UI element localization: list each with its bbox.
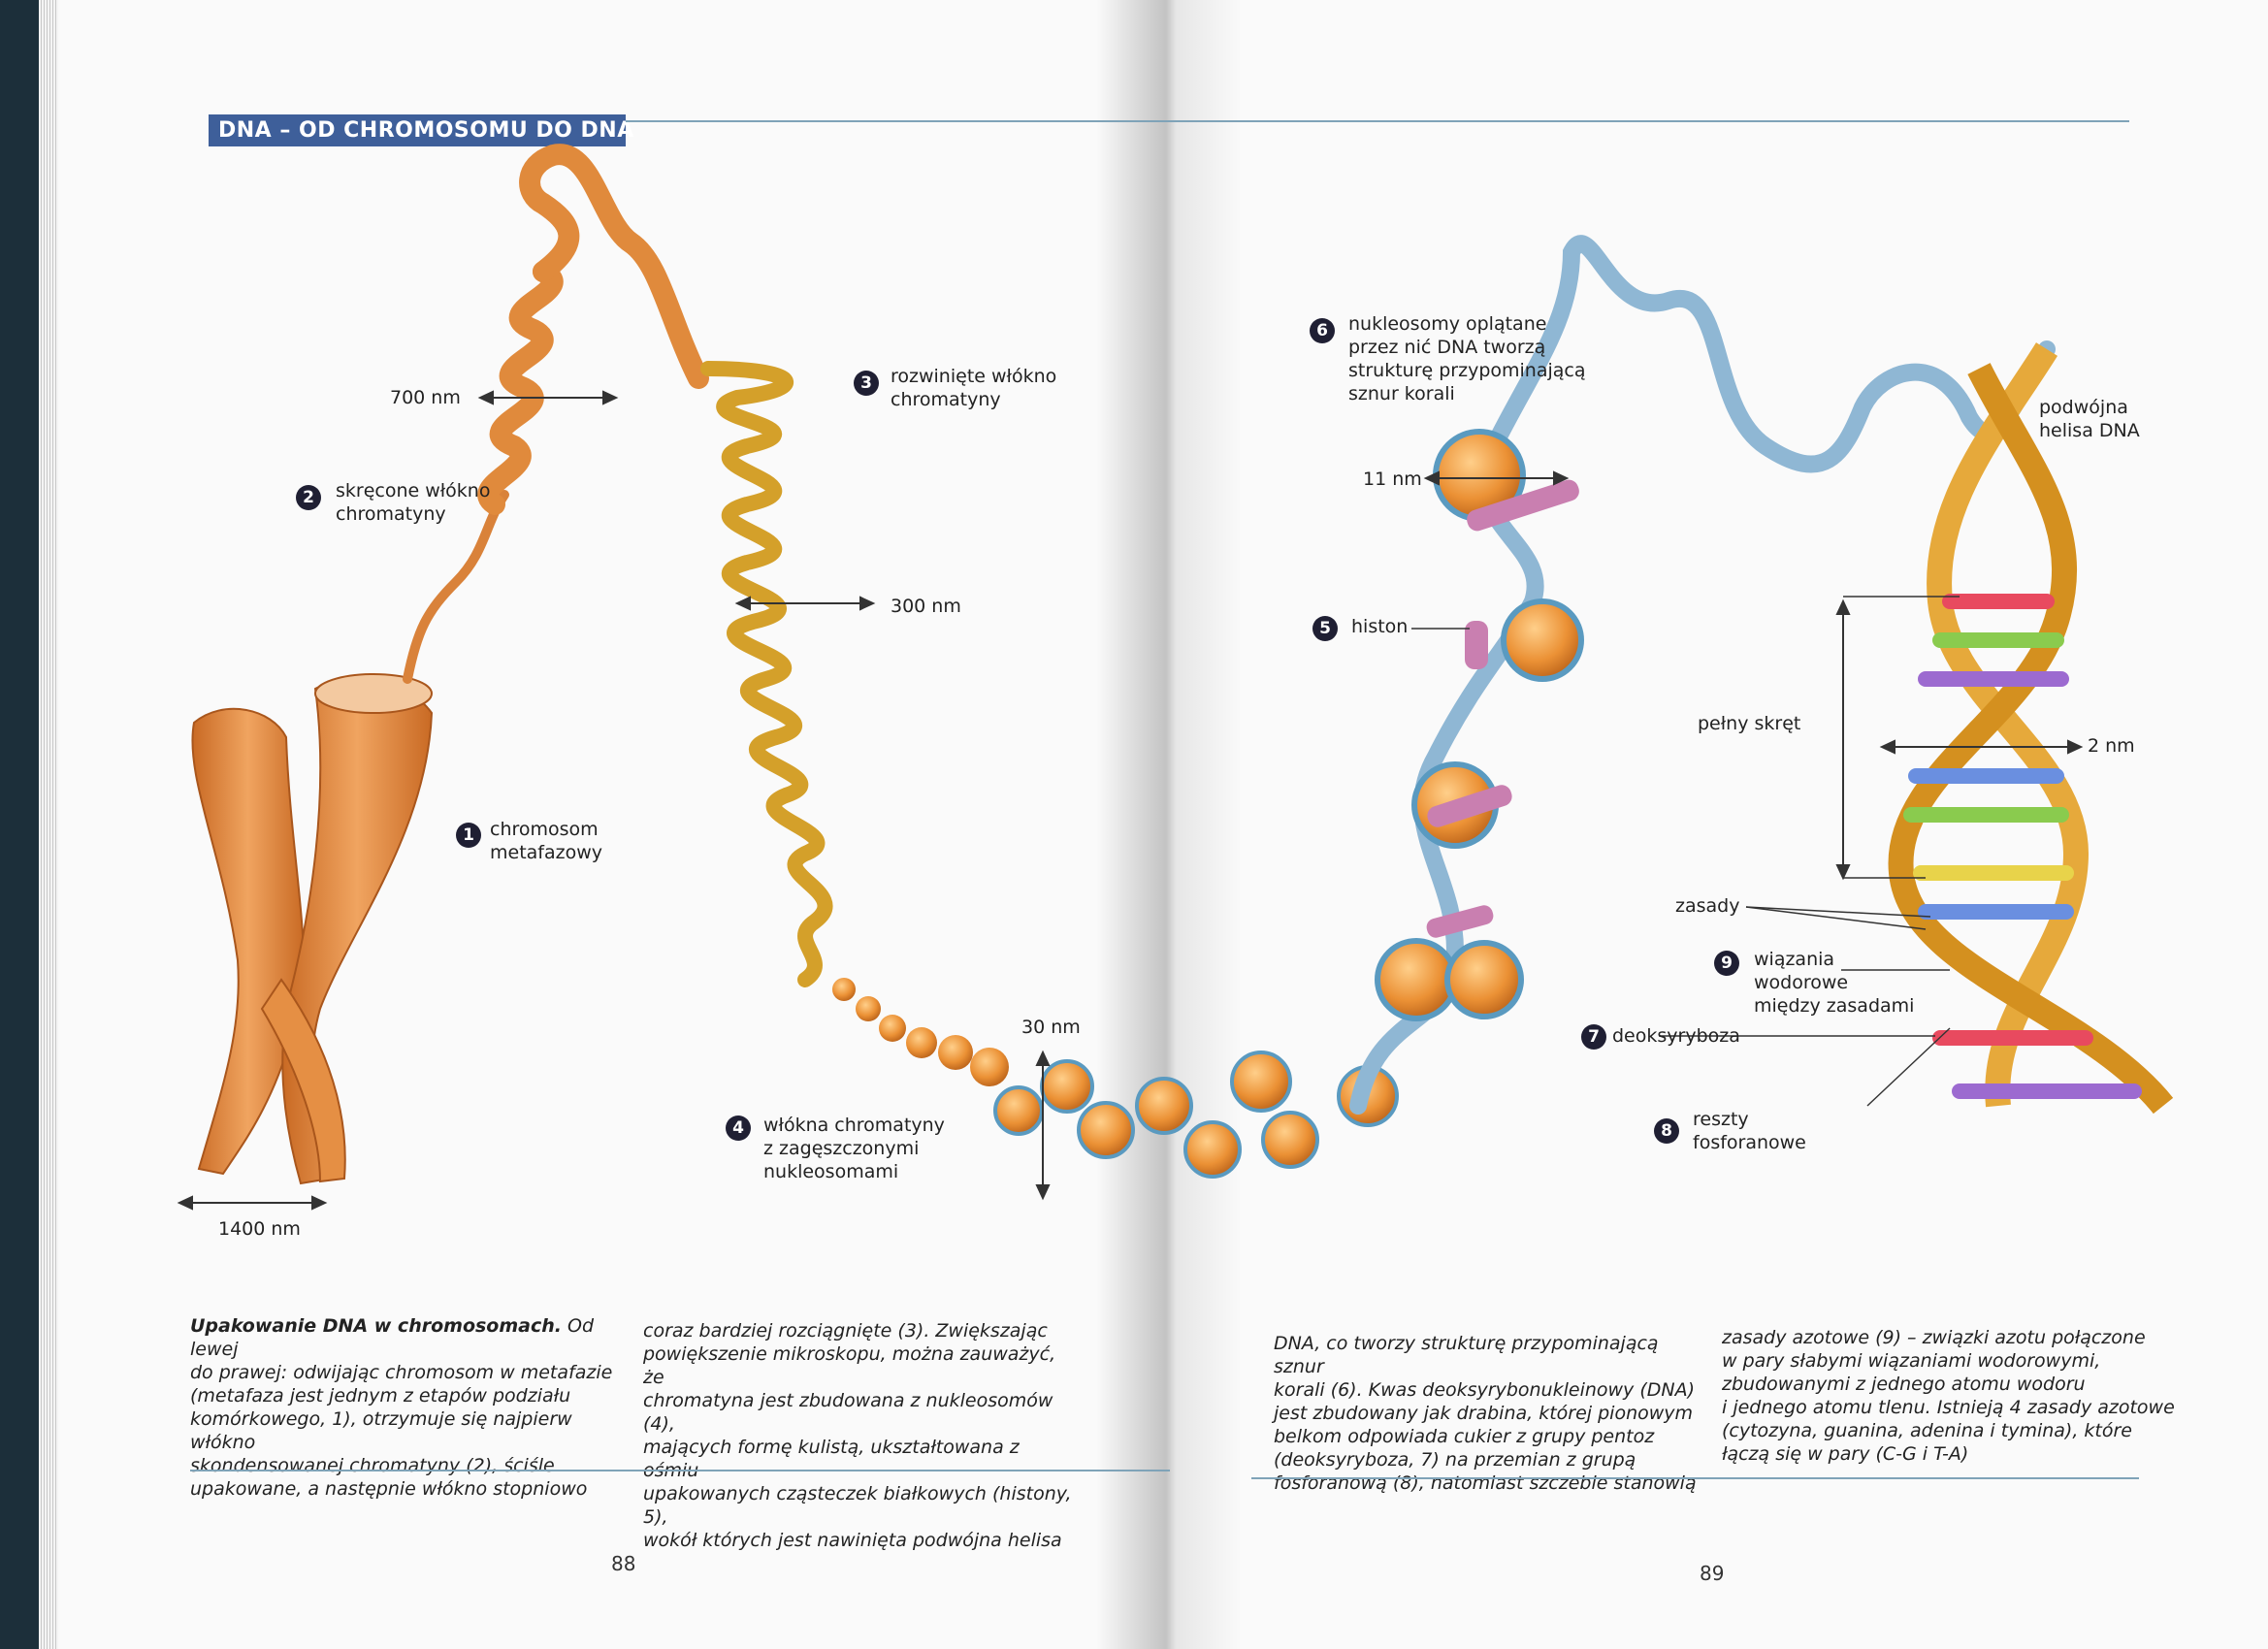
callout-6-line-2: przez nić DNA tworzą (1348, 337, 1546, 358)
caption-1-line-2: do prawej: odwijając chromosom w metafaz… (190, 1362, 613, 1383)
callout-8-line-1: reszty (1693, 1109, 1749, 1130)
callout-7-line-1: deoksyryboza (1612, 1025, 1740, 1047)
callout-number-8: 8 (1654, 1118, 1679, 1144)
caption-2-line-3: chromatyna jest zbudowana z nukleosomów … (643, 1390, 1053, 1435)
label-bases: zasady (1675, 895, 1740, 917)
label-30nm: 30 nm (1021, 1017, 1081, 1038)
callout-2-line-2: chromatyny (336, 503, 446, 525)
caption-4-line-4: i jednego atomu tlenu. Istnieją 4 zasady… (1722, 1397, 2175, 1418)
caption-3-line-2: korali (6). Kwas deoksyrybonukleinowy (D… (1274, 1379, 1696, 1401)
caption-4-line-3: zbudowanymi z jednego atomu wodoru (1722, 1374, 2086, 1395)
label-11nm: 11 nm (1363, 469, 1422, 490)
page-number-left: 88 (611, 1552, 636, 1575)
callout-1-line-2: metafazowy (490, 842, 603, 863)
caption-1-line-3: (metafaza jest jednym z etapów podziału (190, 1385, 571, 1406)
callout-6-line-1: nukleosomy oplątane (1348, 313, 1547, 335)
caption-3-line-3: jest zbudowany jak drabina, której piono… (1274, 1403, 1694, 1424)
callout-number-7: 7 (1581, 1024, 1606, 1050)
caption-column-3: DNA, co tworzy strukturę przypominającą … (1274, 1332, 1710, 1495)
caption-2-line-1: coraz bardziej rozciągnięte (3). Zwiększ… (643, 1320, 1048, 1342)
label-300nm: 300 nm (891, 596, 961, 617)
caption-3-line-6: fosforanową (8), natomiast szczeble stan… (1274, 1472, 1697, 1494)
callout-number-9: 9 (1714, 951, 1739, 976)
caption-column-1: Upakowanie DNA w chromosomach. Od lewej … (190, 1314, 627, 1501)
section-title: DNA – OD CHROMOSOMU DO DNA (218, 118, 634, 143)
caption-1-bold: Upakowanie DNA w chromosomach. (190, 1315, 562, 1337)
callout-4-line-3: nukleosomami (763, 1161, 899, 1182)
caption-4-line-5: (cytozyna, guanina, adenina i tymina), k… (1722, 1420, 2132, 1441)
caption-4-line-6: łączą się w pary (C-G i T-A) (1722, 1443, 1969, 1465)
caption-column-2: coraz bardziej rozciągnięte (3). Zwiększ… (643, 1319, 1080, 1552)
metaphase-chromosome (191, 673, 434, 1185)
caption-3-line-5: (deoksyryboza, 7) na przemian z grupą (1274, 1449, 1636, 1471)
caption-1-line-6: upakowane, a następnie włókno stopniowo (190, 1478, 588, 1500)
caption-column-4: zasady azotowe (9) – związki azotu połąc… (1722, 1326, 2187, 1466)
section-header-bar (209, 114, 626, 146)
caption-1-line-4: komórkowego, 1), otrzymuje się najpierw … (190, 1408, 572, 1453)
measurement-arrows (177, 390, 2084, 1211)
coiled-chromatin-fibre (403, 144, 709, 684)
callout-9-line-3: między zasadami (1754, 995, 1915, 1017)
callout-4-line-1: włókna chromatyny (763, 1115, 945, 1136)
callout-4-line-2: z zagęszczonymi (763, 1138, 920, 1159)
label-1400nm: 1400 nm (218, 1218, 301, 1240)
label-full-turn: pełny skręt (1698, 713, 1801, 734)
callout-5-line-1: histon (1351, 616, 1409, 637)
caption-2-line-2: powiększenie mikroskopu, można zauważyć,… (643, 1343, 1056, 1388)
callout-number-6: 6 (1310, 318, 1335, 343)
callout-2-line-1: skręcone włókno (336, 480, 491, 501)
callout-3-line-2: chromatyny (891, 389, 1001, 410)
callout-6-line-4: sznur korali (1348, 383, 1455, 404)
caption-1-line-5: skondensowanej chromatyny (2), ściśle (190, 1455, 555, 1476)
callout-number-3: 3 (854, 371, 879, 396)
caption-1-line-1: Od lewej (190, 1315, 595, 1360)
caption-2-line-5: upakowanych cząsteczek białkowych (histo… (643, 1483, 1072, 1528)
callout-number-5: 5 (1312, 616, 1338, 641)
footer-rule-right (1251, 1477, 2139, 1479)
callout-9-line-2: wodorowe (1754, 972, 1849, 993)
caption-2-line-4: mających formę kulistą, ukształtowana z … (643, 1437, 1020, 1481)
caption-3-line-4: belkom odpowiada cukier z grupy pentoz (1274, 1426, 1655, 1447)
caption-2-line-6: wokół których jest nawinięta podwójna he… (643, 1530, 1062, 1551)
dna-double-helix (1888, 342, 2174, 1115)
callout-3-line-1: rozwinięte włókno (891, 366, 1057, 387)
callout-6-line-3: strukturę przypominającą (1348, 360, 1586, 381)
label-2nm: 2 nm (2088, 735, 2135, 757)
callout-number-1: 1 (456, 823, 481, 848)
callout-9-line-1: wiązania (1754, 949, 1835, 970)
unwound-chromatin-fibre (700, 361, 833, 987)
page-number-right: 89 (1700, 1562, 1725, 1585)
beads-on-string (1349, 235, 2056, 1115)
book-gutter-shadow (1096, 0, 1242, 1649)
header-rule (626, 120, 2129, 122)
callout-number-4: 4 (726, 1116, 751, 1141)
caption-4-line-2: w pary słabymi wiązaniami wodorowymi, (1722, 1350, 2101, 1372)
callout-number-2: 2 (296, 485, 321, 510)
caption-4-line-1: zasady azotowe (9) – związki azotu połąc… (1722, 1327, 2146, 1348)
caption-3-line-1: DNA, co tworzy strukturę przypominającą … (1274, 1333, 1659, 1377)
label-double-helix-2: helisa DNA (2039, 420, 2140, 441)
label-double-helix-1: podwójna (2039, 397, 2128, 418)
label-700nm: 700 nm (390, 387, 461, 408)
callout-8-line-2: fosforanowe (1693, 1132, 1806, 1153)
callout-1-line-1: chromosom (490, 819, 599, 840)
footer-rule-left (190, 1470, 1170, 1471)
